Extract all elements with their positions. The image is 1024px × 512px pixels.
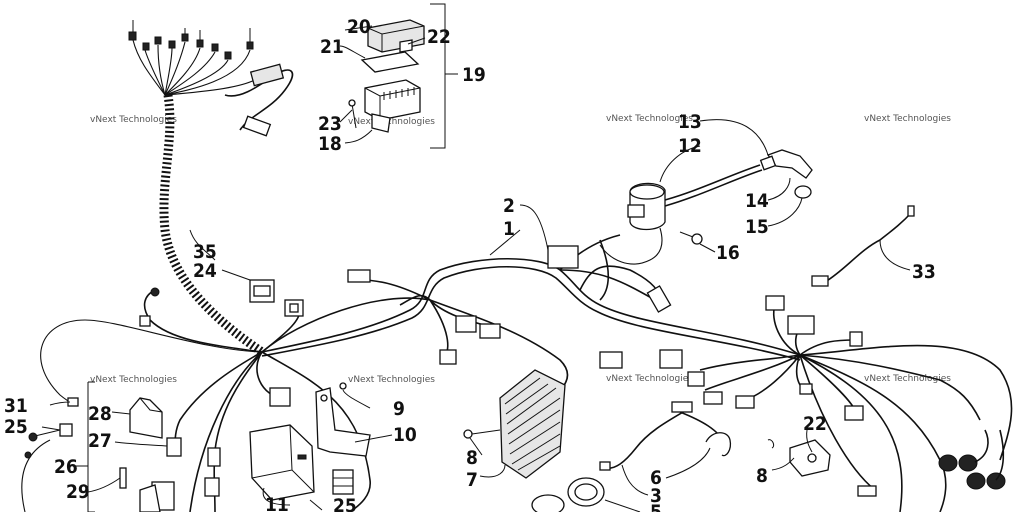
callout-9: 9 <box>393 398 405 420</box>
callout-18: 18 <box>318 133 342 155</box>
callout-1: 1 <box>503 218 515 240</box>
callout-17: 19 <box>462 64 486 86</box>
watermarks: vNext Technologies vNext Technologies vN… <box>90 114 951 385</box>
watermark: vNext Technologies <box>348 375 435 385</box>
callout-8-left: 8 <box>466 447 478 469</box>
callout-5: 5 <box>650 501 662 512</box>
callout-10: 10 <box>393 424 417 446</box>
callout-26: 26 <box>54 456 78 478</box>
leader-lines <box>41 25 911 511</box>
watermark: vNext Technologies <box>348 117 435 127</box>
fuse-box-assembly <box>348 3 458 149</box>
part-27 <box>119 437 182 512</box>
part-10-bracket <box>315 382 371 457</box>
callout-6: 6 <box>650 467 662 489</box>
connector-hub <box>284 299 304 317</box>
right-harness-connectors <box>659 295 1006 497</box>
part-33-lead <box>811 205 915 287</box>
braided-harness <box>128 20 294 356</box>
watermark: vNext Technologies <box>606 114 693 124</box>
callout-12: 12 <box>678 135 702 157</box>
callout-16: 16 <box>716 242 740 264</box>
callout-24: 24 <box>193 260 217 282</box>
callouts: 20 21 22 19 23 18 2 1 13 12 14 15 16 33 … <box>4 16 936 512</box>
callout-27: 27 <box>88 430 112 452</box>
callout-35: 35 <box>193 241 217 263</box>
callout-7: 7 <box>466 469 478 491</box>
callout-19: 20 <box>347 16 371 38</box>
spark-plug-caps <box>759 149 813 199</box>
watermark: vNext Technologies <box>90 115 177 125</box>
watermark: vNext Technologies <box>864 114 951 124</box>
callout-3: 3 <box>650 485 662 507</box>
connector-24 <box>249 279 275 303</box>
callout-21: 22 <box>427 26 451 48</box>
callout-11: 11 <box>265 494 289 512</box>
part-7-regulator <box>463 369 566 479</box>
watermark: vNext Technologies <box>606 374 693 384</box>
watermark: vNext Technologies <box>864 374 951 384</box>
main-harness <box>261 234 801 391</box>
main-harness-connectors <box>347 245 672 369</box>
part-16-screw <box>679 231 703 245</box>
part-23-bracket <box>767 439 831 477</box>
callout-25-left: 25 <box>4 416 28 438</box>
callout-31: 31 <box>4 395 28 417</box>
part-12-coil <box>599 164 763 265</box>
callout-8-right: 8 <box>756 465 768 487</box>
connector-mid <box>269 387 291 407</box>
part-11-module <box>249 424 315 501</box>
callout-15: 15 <box>745 216 769 238</box>
callout-23: 22 <box>803 413 827 435</box>
watermark: vNext Technologies <box>90 375 177 385</box>
callout-33: 33 <box>912 261 936 283</box>
callout-29: 29 <box>66 481 90 503</box>
callout-20: 21 <box>320 36 344 58</box>
callout-22: 23 <box>318 113 342 135</box>
part-28 <box>129 397 163 439</box>
callout-28: 28 <box>88 403 112 425</box>
callout-2: 2 <box>503 195 515 217</box>
part-near-11 <box>204 447 354 497</box>
callout-13: 13 <box>678 111 702 133</box>
callout-14: 14 <box>745 190 769 212</box>
callout-25-bottom: 25 <box>333 495 357 512</box>
parts-3-5-6 <box>531 401 732 512</box>
